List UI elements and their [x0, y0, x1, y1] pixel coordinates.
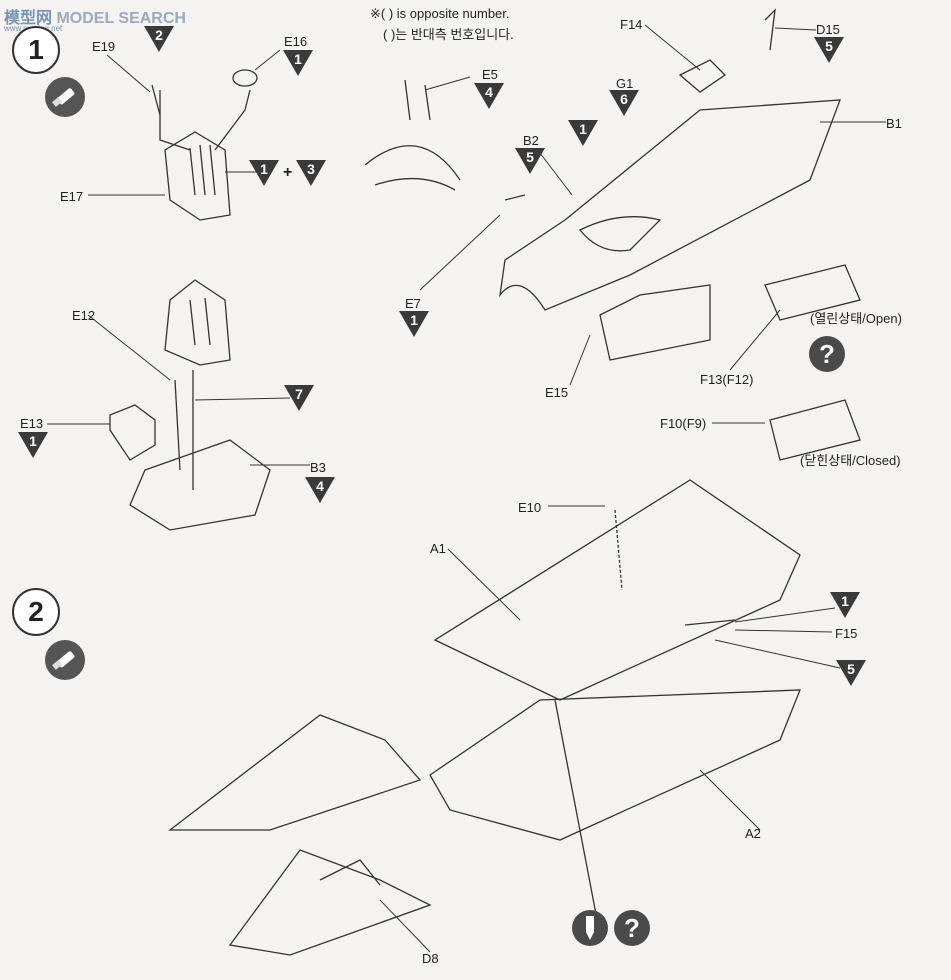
watermark-brand-text: 模型网: [4, 10, 53, 27]
callout-triangle-f15b: 5: [836, 660, 866, 686]
callout-triangle-f15a: 1: [830, 592, 860, 618]
label-E12: E12: [72, 308, 96, 323]
label-A1: A1: [430, 541, 446, 556]
label-open-state: (열린상태/Open): [810, 311, 902, 326]
callout-number: 2: [155, 27, 163, 43]
callout-triangle-b3: 4: [305, 477, 335, 503]
label-D15: D15: [816, 22, 840, 37]
label-F10: F10(F9): [660, 416, 707, 431]
callout-number: 1: [841, 593, 849, 609]
callout-number: 5: [526, 149, 534, 165]
callout-triangle-e16: 1: [283, 50, 313, 76]
label-F15: F15: [835, 626, 858, 641]
label-closed-state: (닫힌상태/Closed): [800, 453, 901, 468]
callout-number: 5: [847, 661, 855, 677]
callout-triangle-e19: 2: [144, 26, 174, 52]
label-F13: F13(F12): [700, 372, 754, 387]
label-E5: E5: [482, 67, 498, 82]
callout-number: 3: [307, 161, 315, 177]
label-E7: E7: [405, 296, 421, 311]
callout-triangle-seat-b: 3: [296, 160, 326, 186]
label-E16: E16: [284, 34, 308, 49]
paint-brush-icon-2: [45, 640, 85, 680]
callout-plus: +: [283, 164, 293, 181]
callout-number: 1: [579, 121, 587, 137]
callout-number: 5: [825, 38, 833, 54]
callout-triangle-d15: 5: [814, 37, 844, 63]
label-B2: B2: [523, 133, 539, 148]
label-A2: A2: [745, 826, 761, 841]
callout-number: 4: [485, 84, 493, 100]
callout-triangle-canopy: 1: [568, 120, 598, 146]
callout-triangle-e7: 1: [399, 311, 429, 337]
callout-number: 1: [410, 312, 418, 328]
label-B3: B3: [310, 460, 326, 475]
label-B1: B1: [886, 116, 902, 131]
label-E13: E13: [20, 416, 44, 431]
callout-number: 4: [316, 478, 324, 494]
watermark-brand: 模型网 MODEL SEARCH: [4, 4, 186, 28]
step-2-number: 2: [12, 588, 60, 636]
label-F14: F14: [620, 17, 643, 32]
callout-triangle-e12: 7: [284, 385, 314, 411]
callout-number: 7: [295, 386, 303, 402]
note-opposite-number-ko: ( )는 반대측 번호입니다.: [383, 27, 514, 42]
callout-triangle-g1: 6: [609, 90, 639, 116]
callout-triangle-e5: 4: [474, 83, 504, 109]
label-E10: E10: [518, 500, 542, 515]
note-opposite-number: ※( ) is opposite number.: [370, 6, 510, 21]
callout-number: 1: [260, 161, 268, 177]
label-E19: E19: [92, 39, 116, 54]
label-E17: E17: [60, 189, 84, 204]
question-icon-2: ?: [614, 910, 650, 946]
watermark-text: MODEL SEARCH: [56, 10, 186, 27]
callout-triangle-e13: 1: [18, 432, 48, 458]
callout-number: 6: [620, 91, 628, 107]
label-G1: G1: [616, 76, 634, 91]
paint-brush-icon: [45, 77, 85, 117]
step-1-number: 1: [12, 26, 60, 74]
label-E15: E15: [545, 385, 569, 400]
glue-tube-icon: [572, 910, 608, 946]
label-D8: D8: [422, 951, 439, 966]
callout-number: 1: [294, 51, 302, 67]
question-icon: ?: [809, 336, 845, 372]
callout-number: 1: [29, 433, 37, 449]
callout-triangle-seat-a: 1: [249, 160, 279, 186]
callout-triangle-b2: 5: [515, 148, 545, 174]
